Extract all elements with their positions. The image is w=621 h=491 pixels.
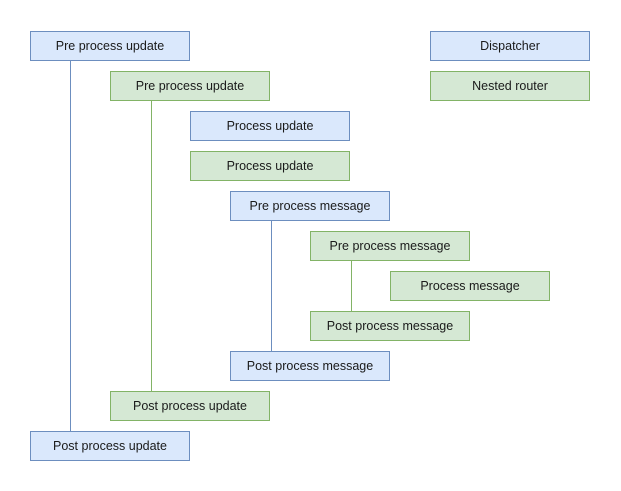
flow-node-process-update-dispatcher[interactable]: Process update — [190, 111, 350, 141]
flow-node-pre-process-message-dispatcher[interactable]: Pre process message — [230, 191, 390, 221]
flow-node-post-process-update-router[interactable]: Post process update — [110, 391, 270, 421]
edge-connector — [351, 261, 352, 311]
flow-node-post-process-update-dispatcher[interactable]: Post process update — [30, 431, 190, 461]
flow-node-process-message-router[interactable]: Process message — [390, 271, 550, 301]
legend-item-nested-router: Nested router — [430, 71, 590, 101]
flow-node-post-process-message-router[interactable]: Post process message — [310, 311, 470, 341]
legend-item-dispatcher: Dispatcher — [430, 31, 590, 61]
edge-connector — [271, 221, 272, 351]
flow-node-post-process-message-dispatcher[interactable]: Post process message — [230, 351, 390, 381]
flow-node-pre-process-message-router[interactable]: Pre process message — [310, 231, 470, 261]
edge-connector — [151, 101, 152, 391]
edge-connector — [70, 61, 71, 431]
flow-node-process-update-router[interactable]: Process update — [190, 151, 350, 181]
flow-node-pre-process-update-dispatcher[interactable]: Pre process update — [30, 31, 190, 61]
flow-node-pre-process-update-router[interactable]: Pre process update — [110, 71, 270, 101]
